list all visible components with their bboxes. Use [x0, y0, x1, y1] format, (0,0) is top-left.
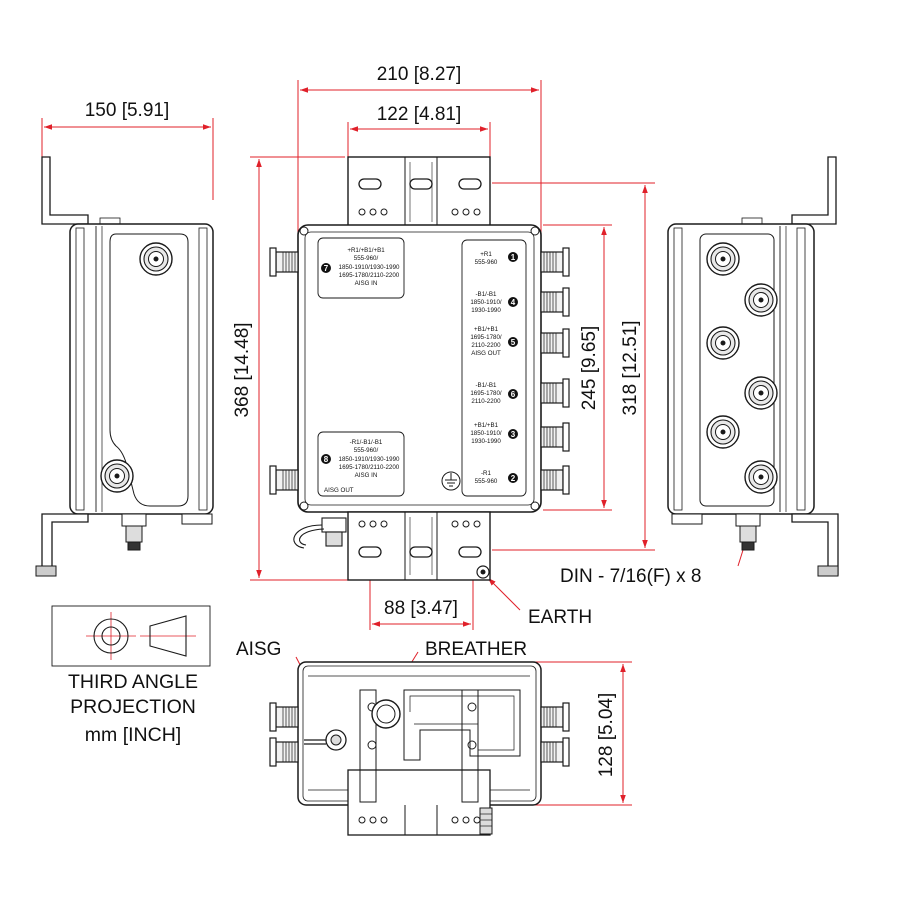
port-8-number: 8	[324, 455, 329, 464]
aisg-port	[304, 729, 347, 751]
left-side-view	[35, 156, 214, 577]
projection-line-1: THIRD ANGLE	[68, 671, 198, 693]
port-2-number: 2	[511, 474, 516, 483]
dim-bottom-depth: 128 [5.04]	[596, 693, 617, 778]
breather-callout: BREATHER	[425, 639, 527, 660]
dim-bracket-width: 122 [4.81]	[377, 104, 462, 125]
port-5-line-2: 1695-1780/	[470, 334, 502, 341]
port-8-line-4: 1695-1780/2110-2200	[339, 464, 400, 471]
projection-symbol	[51, 605, 211, 667]
port-5-line-3: 2110-2200	[471, 342, 501, 349]
port-7-line-5: AISG IN	[355, 280, 378, 287]
connector-callout: DIN - 7/16(F) x 8	[560, 566, 701, 587]
projection-units: mm [INCH]	[85, 724, 181, 746]
bottom-view	[269, 661, 570, 836]
port-4-number: 4	[511, 298, 516, 307]
port-5-line-4: AISG OUT	[471, 350, 501, 357]
port-7-line-4: 1695-1780/2110-2200	[339, 272, 400, 279]
aisg-connector	[293, 517, 347, 549]
port-6-line-3: 2110-2200	[471, 398, 501, 405]
front-view	[269, 156, 570, 581]
port-5-number: 5	[511, 338, 516, 347]
port-1-number: 1	[511, 253, 516, 262]
earth-callout: EARTH	[528, 607, 592, 628]
earth-ground-icon	[441, 471, 461, 491]
port-6-line-2: 1695-1780/	[470, 390, 502, 397]
port-1-line-2: 555-960	[475, 259, 498, 266]
port-7-number: 7	[324, 264, 329, 273]
port-8-line-2: 555-960/	[354, 447, 379, 454]
projection-line-2: PROJECTION	[70, 696, 196, 718]
port-6-number: 6	[511, 390, 516, 399]
port-8-footer: AISG OUT	[324, 487, 354, 494]
port-labels: 7 +R1/+B1/+B1 555-960/ 1850-1910/1930-19…	[321, 247, 518, 494]
top-bracket	[347, 156, 491, 228]
port-8-line-1: -R1/-B1/-B1	[350, 439, 383, 446]
port-2-line-1: -R1	[481, 470, 492, 477]
port-6-line-1: -B1/-B1	[476, 382, 498, 389]
port-3-line-1: +B1/+B1	[474, 422, 499, 429]
port-4-line-3: 1930-1990	[471, 307, 501, 314]
breather-vent	[371, 699, 401, 729]
port-5-line-1: +B1/+B1	[474, 326, 499, 333]
right-side-view	[667, 156, 839, 577]
bottom-bracket	[347, 511, 491, 581]
port-4-line-1: -B1/-B1	[476, 291, 498, 298]
dim-side-depth: 150 [5.91]	[85, 100, 170, 121]
port-7-line-2: 555-960/	[354, 255, 379, 262]
port-7-line-1: +R1/+B1/+B1	[347, 247, 385, 254]
port-3-line-3: 1930-1990	[471, 438, 501, 445]
dim-overall-width: 210 [8.27]	[377, 64, 462, 85]
port-3-line-2: 1850-1910/	[470, 430, 502, 437]
port-1-line-1: +R1	[480, 251, 492, 258]
port-3-number: 3	[511, 430, 516, 439]
port-7-line-3: 1850-1910/1930-1990	[339, 264, 400, 271]
port-4-line-2: 1850-1910/	[470, 299, 502, 306]
dim-bottom-spacing: 88 [3.47]	[384, 598, 458, 619]
earth-stud	[476, 565, 490, 579]
port-8-line-5: AISG IN	[355, 472, 378, 479]
port-2-line-2: 555-960	[475, 478, 498, 485]
aisg-callout: AISG	[236, 639, 281, 660]
dim-housing-height: 245 [9.65]	[579, 326, 600, 411]
dim-bracket-span: 318 [12.51]	[620, 320, 641, 415]
dim-overall-height: 368 [14.48]	[232, 322, 253, 417]
port-8-line-3: 1850-1910/1930-1990	[339, 456, 400, 463]
